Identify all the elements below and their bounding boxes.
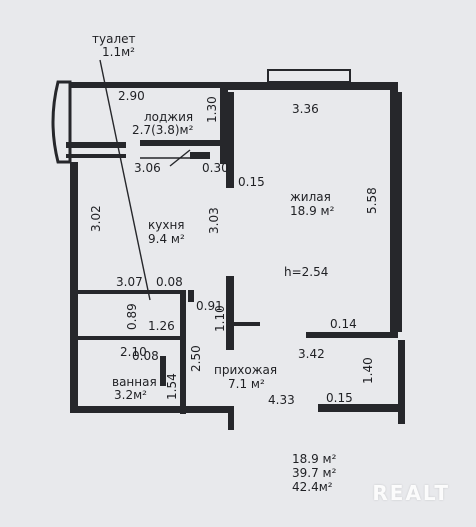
dim-3-02: 3.02 (89, 205, 103, 232)
walls (51, 69, 405, 430)
living-name: жилая (290, 190, 331, 204)
dim-2-10: 2.10 (120, 345, 147, 359)
dim-0-89: 0.89 (125, 303, 139, 330)
dimension-labels: 2.90 1.30 3.36 3.06 0.30 0.15 5.58 3.02 … (89, 89, 379, 407)
dim-1-10: 1.10 (213, 305, 227, 332)
living-area: 18.9 м² (290, 204, 335, 218)
dim-1-26: 1.26 (148, 319, 175, 333)
loggia-area: 2.7(3.8)м² (132, 123, 194, 137)
toilet-area: 1.1м² (102, 45, 135, 59)
dim-5-58: 5.58 (365, 187, 379, 214)
dim-0-15-b: 0.15 (326, 391, 353, 405)
dim-3-36: 3.36 (292, 102, 319, 116)
dim-2-90: 2.90 (118, 89, 145, 103)
dim-0-15-a: 0.15 (238, 175, 265, 189)
room-labels: туалет 1.1м² лоджия 2.7(3.8)м² жилая 18.… (92, 32, 335, 402)
total-area-with-loggia: 42.4м² (292, 480, 333, 494)
dim-3-06: 3.06 (134, 161, 161, 175)
total-area: 39.7 м² (292, 466, 337, 480)
ceiling-height: h=2.54 (284, 265, 328, 279)
dim-0-91: 0.91 (196, 299, 223, 313)
bathroom-area: 3.2м² (114, 388, 147, 402)
dim-3-07: 3.07 (116, 275, 143, 289)
kitchen-area: 9.4 м² (148, 232, 185, 246)
hallway-name: прихожая (214, 363, 277, 377)
dim-0-30: 0.30 (202, 161, 229, 175)
dim-4-33: 4.33 (268, 393, 295, 407)
dim-1-30: 1.30 (205, 96, 219, 123)
dim-1-54: 1.54 (165, 373, 179, 400)
loggia-name: лоджия (144, 110, 193, 124)
dim-1-40: 1.40 (361, 357, 375, 384)
dim-3-42: 3.42 (298, 347, 325, 361)
dim-0-08-b: 0.08 (132, 349, 159, 363)
dim-0-14: 0.14 (330, 317, 357, 331)
hallway-area: 7.1 м² (228, 377, 265, 391)
total-living-area: 18.9 м² (292, 452, 337, 466)
bathroom-name: ванная (112, 375, 157, 389)
dim-3-03: 3.03 (207, 207, 221, 234)
realt-watermark: REALT (372, 481, 450, 505)
dim-2-50: 2.50 (189, 345, 203, 372)
toilet-name: туалет (92, 32, 136, 46)
leader-lines (99, 59, 191, 301)
dim-0-08-a: 0.08 (156, 275, 183, 289)
kitchen-name: кухня (148, 218, 185, 232)
